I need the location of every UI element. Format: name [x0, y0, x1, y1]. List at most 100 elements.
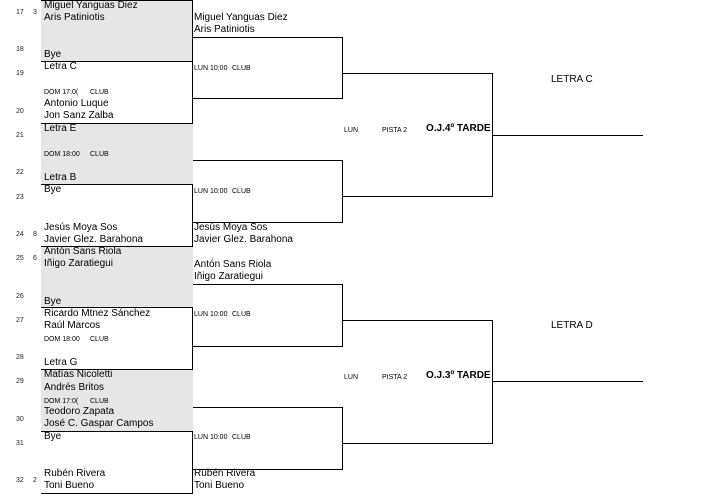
- bracket-line: [41, 369, 193, 370]
- match-time: DOM 17:0(: [44, 398, 79, 405]
- match-time: DOM 18:00: [44, 151, 80, 158]
- bracket-line: [192, 431, 193, 493]
- player-name: Antón Sans Riola: [44, 246, 122, 257]
- row-number: 27: [16, 317, 24, 324]
- match-time: DOM 17:0(: [44, 89, 79, 96]
- match-place: CLUB: [232, 311, 251, 318]
- player-name: Letra E: [44, 123, 77, 134]
- bracket-line: [342, 160, 343, 222]
- bracket-line: [41, 307, 193, 308]
- bracket-line: [342, 196, 493, 197]
- row-number: 29: [16, 378, 24, 385]
- seed-number: 8: [33, 231, 37, 238]
- winner-name: Iñigo Zaratiegui: [194, 271, 263, 282]
- player-name: Bye: [44, 49, 62, 60]
- player-name: Letra G: [44, 357, 78, 368]
- bracket-line: [193, 284, 343, 285]
- bracket-line: [192, 307, 193, 370]
- player-name: Aris Patiniotis: [44, 12, 105, 23]
- row-number: 20: [16, 108, 24, 115]
- player-name: Raúl Marcos: [44, 320, 101, 331]
- bracket-line: [41, 493, 193, 494]
- bracket-line: [193, 469, 343, 470]
- bracket-line: [492, 135, 643, 136]
- bracket-line: [41, 431, 193, 432]
- bracket-line: [342, 320, 493, 321]
- match-day: LUN 10:00: [194, 434, 228, 441]
- winner-name: Jesús Moya Sos: [194, 222, 268, 233]
- player-name: Rubén Rivera: [44, 468, 106, 479]
- seed-number: 6: [33, 255, 37, 262]
- match-place: CLUB: [232, 65, 251, 72]
- player-name: Letra C: [44, 61, 77, 72]
- semifinal-court: PISTA 2: [382, 374, 408, 381]
- match-time: DOM 18:00: [44, 336, 80, 343]
- bracket-line: [41, 246, 193, 247]
- row-number: 26: [16, 293, 24, 300]
- bracket-line: [193, 37, 343, 38]
- bracket-line: [193, 160, 343, 161]
- row-number: 32: [16, 477, 24, 484]
- match-place: CLUB: [90, 151, 109, 158]
- bracket-line: [342, 443, 493, 444]
- semifinal-court: PISTA 2: [382, 127, 408, 134]
- bracket-line: [193, 407, 343, 408]
- player-name: Teodoro Zapata: [44, 406, 115, 417]
- winner-name: Javier Glez. Barahona: [194, 234, 293, 245]
- winner-name: Antón Sans Riola: [194, 259, 272, 270]
- player-name: Jon Sanz Zalba: [44, 110, 114, 121]
- bracket-line: [192, 0, 193, 62]
- row-number: 22: [16, 169, 24, 176]
- bracket-line: [192, 61, 193, 124]
- player-name: Andrés Britos: [44, 382, 105, 393]
- player-name: José C. Gaspar Campos: [44, 418, 154, 429]
- shaded-block-3: [41, 246, 193, 307]
- bracket-line: [193, 98, 343, 99]
- shaded-block-top: [41, 0, 193, 61]
- match-day: LUN 10:00: [194, 65, 228, 72]
- bracket-line: [41, 61, 193, 62]
- final-label: LETRA C: [551, 74, 593, 85]
- bracket-line: [193, 222, 343, 223]
- seed-number: 2: [33, 477, 37, 484]
- shaded-block-2: [41, 124, 193, 185]
- match-place: CLUB: [232, 188, 251, 195]
- match-place: CLUB: [232, 434, 251, 441]
- row-number: 31: [16, 440, 24, 447]
- player-name: Bye: [44, 184, 62, 195]
- row-number: 25: [16, 255, 24, 262]
- player-name: Matías Nicoletti: [44, 369, 113, 380]
- semifinal-label: O.J.4º TARDE: [426, 123, 491, 134]
- winner-name: Toni Bueno: [194, 480, 245, 491]
- row-number: 24: [16, 231, 24, 238]
- semifinal-day: LUN: [344, 374, 359, 381]
- player-name: Antonio Luque: [44, 98, 109, 109]
- winner-name: Aris Patiniotis: [194, 24, 255, 35]
- player-name: Letra B: [44, 172, 77, 183]
- row-number: 21: [16, 132, 24, 139]
- player-name: Bye: [44, 296, 62, 307]
- row-number: 17: [16, 9, 24, 16]
- row-number: 28: [16, 354, 24, 361]
- row-number: 23: [16, 194, 24, 201]
- bracket-line: [192, 184, 193, 246]
- seed-number: 3: [33, 9, 37, 16]
- player-name: Iñigo Zaratiegui: [44, 258, 113, 269]
- bracket-line: [342, 284, 343, 347]
- row-number: 19: [16, 70, 24, 77]
- bracket-line: [342, 37, 343, 99]
- row-number: 30: [16, 416, 24, 423]
- player-name: Bye: [44, 431, 62, 442]
- winner-name: Miguel Yanguas Diez: [194, 12, 288, 23]
- match-day: LUN 10:00: [194, 188, 228, 195]
- match-place: CLUB: [90, 336, 109, 343]
- bracket-line: [41, 184, 193, 185]
- bracket-line: [342, 407, 343, 470]
- player-name: Miguel Yanguas Diez: [44, 0, 138, 11]
- player-name: Toni Bueno: [44, 480, 95, 491]
- match-place: CLUB: [90, 89, 109, 96]
- bracket-line: [193, 346, 343, 347]
- semifinal-label: O.J.3º TARDE: [426, 370, 491, 381]
- bracket-line: [41, 0, 193, 1]
- final-label: LETRA D: [551, 320, 593, 331]
